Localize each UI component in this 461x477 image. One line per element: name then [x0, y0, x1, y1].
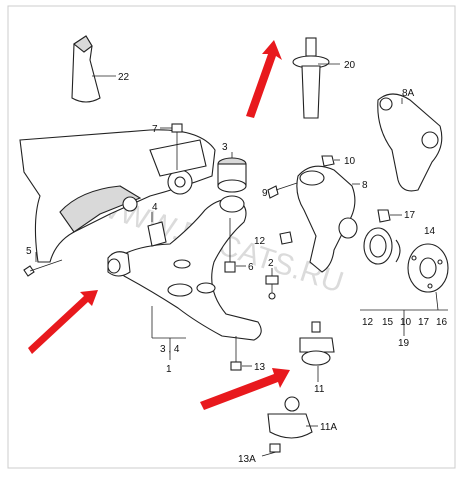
red-arrow-top	[246, 40, 282, 118]
rear-bushing-3-part	[217, 152, 247, 193]
label-7: 7	[152, 124, 158, 135]
red-arrow-bottom	[200, 368, 290, 410]
bolt-13-part	[230, 336, 252, 371]
ball-joint-11-part	[299, 321, 335, 382]
ball-joint-11a-part	[267, 396, 318, 439]
label-19: 19	[398, 338, 410, 349]
label-9: 9	[262, 188, 268, 199]
label-1: 1	[166, 364, 172, 375]
nut-10-part	[321, 155, 340, 167]
label-8: 8	[362, 180, 368, 191]
label-5: 5	[26, 246, 32, 257]
label-bottom-12: 12	[362, 317, 374, 328]
callout-bracket-19	[360, 309, 448, 336]
bolt-6-part	[224, 218, 246, 273]
front-bushing-4-part	[147, 212, 167, 247]
upper-bolt-part	[292, 37, 340, 119]
steering-knuckle-8a-part	[377, 93, 443, 192]
label-20: 20	[344, 60, 356, 71]
label-13a: 13A	[238, 454, 256, 465]
bolt-5-part	[23, 252, 63, 277]
bolt-7-part	[160, 123, 183, 170]
label-2: 2	[268, 258, 274, 269]
bolt-17-part	[377, 209, 402, 223]
label-10: 10	[344, 156, 356, 167]
label-bottom-16: 16	[436, 317, 448, 328]
label-13: 13	[254, 362, 266, 373]
label-3: 3	[222, 142, 228, 153]
subframe-part	[19, 129, 216, 263]
lower-control-arm-part	[107, 195, 262, 360]
label-12: 12	[254, 236, 266, 247]
label-bottom-15: 15	[382, 317, 394, 328]
red-arrow-left	[28, 290, 98, 354]
label-11: 11	[314, 384, 325, 395]
nut-12-part	[279, 231, 293, 245]
wheel-bearing-part	[363, 227, 401, 265]
label-bottom-17: 17	[418, 317, 430, 328]
label-6: 6	[248, 262, 254, 273]
label-4: 4	[152, 202, 158, 213]
label-22: 22	[118, 72, 130, 83]
link-2-part	[265, 268, 279, 300]
steering-knuckle-8-part	[296, 165, 360, 273]
grease-tube-part	[71, 35, 116, 103]
bolt-9-part	[267, 181, 301, 199]
label-8a: 8A	[402, 88, 415, 99]
bolt-13a-part	[261, 443, 281, 457]
label-3-4: 3 , 4	[160, 344, 180, 355]
wheel-hub-part	[407, 243, 449, 311]
label-17: 17	[404, 210, 416, 221]
label-bottom-10: 10	[400, 317, 412, 328]
diagram-frame	[7, 5, 456, 469]
label-11a: 11A	[320, 422, 337, 433]
label-14: 14	[424, 226, 436, 237]
